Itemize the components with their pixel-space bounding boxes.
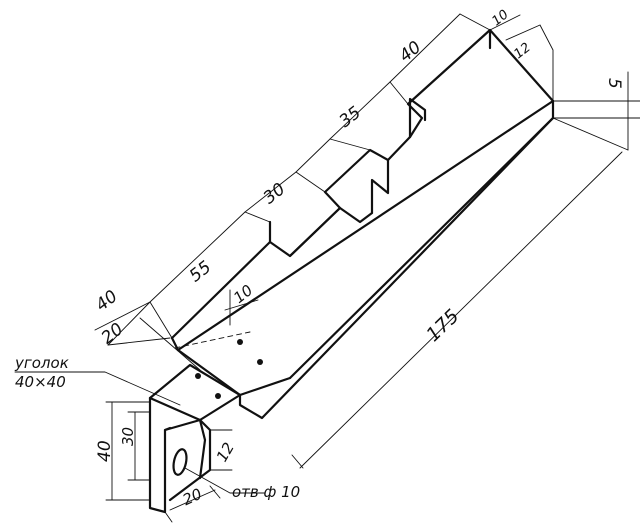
bracket-flange <box>148 396 212 514</box>
dim-ext-lines <box>107 13 491 346</box>
notch-40 <box>408 97 427 139</box>
dimension-texts: 40 10 12 5 35 30 55 40 10 20 175 40 30 1… <box>92 7 624 509</box>
dim-line-top-right <box>489 14 554 102</box>
bracket-hole <box>172 448 188 476</box>
note-corner-line2: 40×40 <box>15 373 66 391</box>
dim-line-40-vertical <box>105 401 151 501</box>
dim-40-top: 40 <box>396 37 425 66</box>
bar-top-outline <box>170 28 555 340</box>
main-bar <box>170 28 555 420</box>
hole-2 <box>257 359 263 365</box>
dim-35: 35 <box>336 103 365 132</box>
dim-10-mid: 10 <box>230 281 256 307</box>
dim-line-20 <box>94 301 201 371</box>
dim-line-12 <box>209 429 233 471</box>
bracket-top <box>148 363 242 422</box>
bar-right-end <box>288 28 555 380</box>
dim-30: 30 <box>260 179 289 208</box>
notes: уголок 40×40 отв ф 10 <box>14 354 300 501</box>
bar-bottom-edge <box>238 116 555 420</box>
dim-12: 12 <box>213 439 238 465</box>
dim-line-30-vertical <box>127 411 151 481</box>
leader-hole <box>184 467 266 494</box>
dim-line-20-bottom <box>164 485 221 523</box>
bar-left-end <box>170 336 242 397</box>
dim-line-10 <box>224 289 259 326</box>
angle-bracket <box>148 363 242 514</box>
hole-3 <box>195 373 201 379</box>
hole-4 <box>215 393 221 399</box>
dimension-lines <box>14 13 640 523</box>
dim-175: 175 <box>422 305 463 346</box>
dim-10-top: 10 <box>489 7 511 29</box>
dim-40-left: 40 <box>92 287 121 316</box>
dim-line-175 <box>291 117 629 469</box>
holes-group <box>174 331 263 399</box>
hole-1 <box>237 339 243 345</box>
bracket-edge <box>163 418 207 480</box>
hidden-line <box>174 331 251 349</box>
leader-corner <box>14 371 181 406</box>
dim-20-bottom: 20 <box>180 485 205 509</box>
dim-30-vertical: 30 <box>119 427 137 446</box>
dim-20-left: 20 <box>98 319 127 348</box>
dim-5-right: 5 <box>604 78 624 89</box>
dim-line-5 <box>552 71 640 151</box>
notch-30 <box>268 158 390 258</box>
dim-55: 55 <box>186 257 215 286</box>
note-corner-line1: уголок <box>14 354 69 372</box>
dim-40-vertical: 40 <box>95 440 115 462</box>
bar-front-edge <box>176 99 555 352</box>
note-hole: отв ф 10 <box>232 483 300 501</box>
